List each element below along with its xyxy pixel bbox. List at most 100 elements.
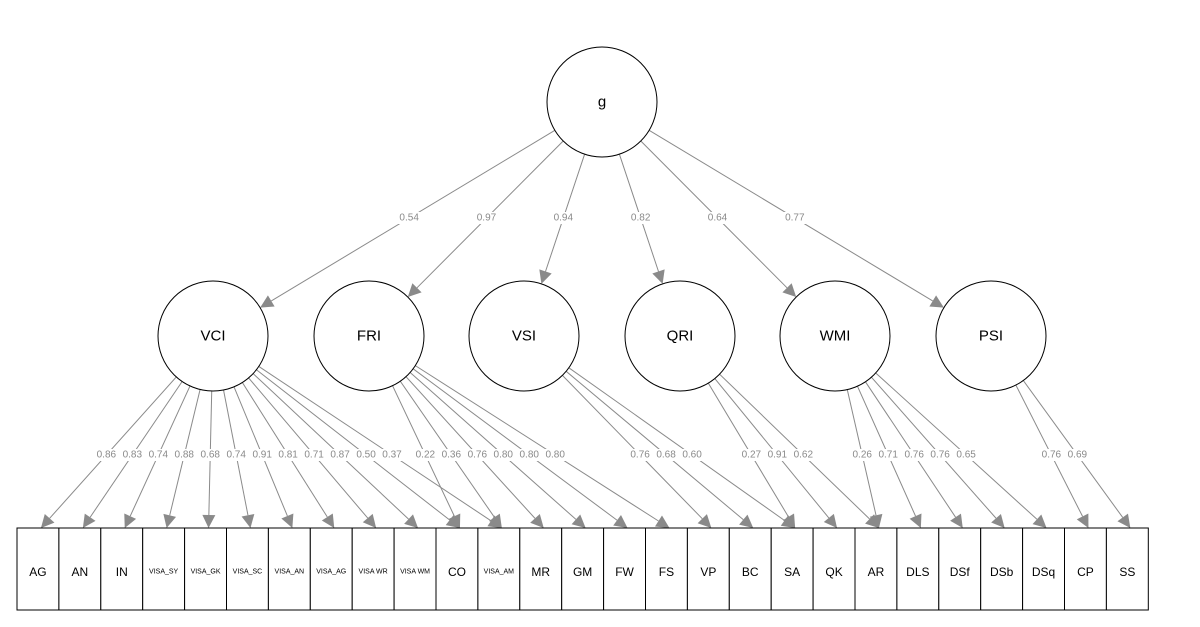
indicator-label-visa-sc: VISA_SC: [233, 569, 263, 576]
psi-to-cp-arrowhead: [1076, 513, 1089, 528]
fri-to-visa-am-label: 0.36: [438, 449, 464, 461]
fri-to-gm-label-bg: [490, 449, 516, 461]
vci-to-visa-am-line: [258, 366, 492, 522]
indicator-rect-visa-gk: [184, 527, 228, 611]
indicator-box-fs: FS: [645, 527, 688, 611]
indicator-label-visa-am: VISA_AM: [484, 569, 515, 576]
indicator-rect-ag: [16, 527, 60, 611]
fri-to-fw-label: 0.80: [516, 449, 542, 461]
vci-to-visa-ag-value: 0.81: [278, 450, 298, 461]
g-to-psi-label: 0.77: [782, 212, 808, 224]
g-to-qri-label: 0.82: [628, 212, 654, 224]
vci-to-ag-line: [49, 376, 177, 519]
vci-to-in-value: 0.74: [149, 450, 169, 461]
fri-to-co-value: 0.22: [416, 450, 436, 461]
wmi-to-dls-label: 0.71: [875, 449, 901, 461]
vsi-to-bc-value: 0.68: [656, 450, 676, 461]
wmi-to-dsq-label-bg: [953, 449, 979, 461]
vci-to-visa-wm-arrowhead: [404, 514, 419, 528]
indicator-rect-visa-am: [477, 527, 521, 611]
vci-to-in-label: 0.74: [145, 449, 171, 461]
indicator-rect-co: [435, 527, 479, 611]
g-to-fri-label-bg: [473, 212, 500, 224]
indicator-box-visa-sy: VISA_SY: [142, 527, 186, 611]
indicator-label-mr: MR: [531, 565, 550, 579]
vci-to-visa-wm-label: 0.87: [327, 449, 353, 461]
vci-to-ag-value: 0.86: [97, 450, 117, 461]
factor-label-vsi: VSI: [512, 328, 536, 345]
fri-to-fs-line: [415, 365, 659, 522]
factor-label-wmi: WMI: [820, 328, 851, 345]
indicator-box-bc: BC: [728, 527, 772, 611]
vci-to-visa-wm-value: 0.87: [330, 450, 350, 461]
vci-to-visa-sy-label-bg: [171, 449, 197, 461]
indicator-label-dsf: DSf: [950, 565, 971, 579]
indicator-label-in: IN: [116, 565, 128, 579]
psi-to-cp-label: 0.76: [1038, 449, 1064, 461]
vci-to-visa-sc-arrowhead: [241, 513, 255, 528]
indicator-label-ar: AR: [868, 565, 885, 579]
indicator-box-co: CO: [435, 527, 479, 611]
g-to-vsi-label: 0.94: [550, 212, 576, 224]
qri-to-ar-label: 0.62: [790, 449, 816, 461]
indicator-rect-fw: [603, 527, 646, 611]
wmi-to-dsb-line: [871, 376, 997, 519]
fri-to-gm-label: 0.80: [490, 449, 516, 461]
vsi-to-bc-arrowhead: [739, 514, 754, 528]
general-factor-node: g: [546, 46, 658, 158]
vci-to-visa-ag-label-bg: [275, 449, 301, 461]
factor-node-vci: VCI: [157, 280, 269, 392]
g-to-vsi-label-bg: [550, 212, 576, 224]
qri-to-sa-label-bg: [738, 449, 764, 461]
wmi-to-dsf-label-bg: [901, 449, 927, 461]
vci-to-visa-sy-arrowhead: [163, 513, 177, 528]
qri-to-qk-label-bg: [764, 449, 790, 461]
g-to-psi-label-bg: [782, 212, 808, 224]
indicator-label-dsq: DSq: [1032, 565, 1055, 579]
fri-to-fs-label-bg: [542, 449, 568, 461]
fri-to-fw-value: 0.80: [520, 450, 540, 461]
factor-circle-vci: [157, 280, 269, 392]
qri-to-ar-arrowhead: [865, 514, 879, 528]
qri-to-qk-value: 0.91: [768, 450, 788, 461]
g-to-vci-label: 0.54: [396, 212, 422, 224]
g-to-qri-value: 0.82: [631, 213, 651, 224]
g-to-wmi-label: 0.64: [704, 212, 731, 224]
vci-to-an-arrowhead: [82, 513, 96, 528]
g-to-qri-label-bg: [628, 212, 654, 224]
indicator-rect-visa-sy: [142, 527, 186, 611]
factor-node-psi: PSI: [935, 280, 1047, 392]
indicator-box-ag: AG: [16, 527, 60, 611]
wmi-to-dsq-arrowhead: [1032, 514, 1047, 528]
general-factor-circle: [546, 46, 658, 158]
vci-to-co-label: 0.50: [353, 449, 379, 461]
qri-to-qk-label: 0.91: [764, 449, 790, 461]
indicator-rect-dsf: [938, 527, 982, 611]
vsi-to-sa-label-bg: [679, 449, 705, 461]
wmi-to-dsq-label: 0.65: [953, 449, 979, 461]
fri-to-fs-value: 0.80: [545, 450, 565, 461]
vci-to-visa-wr-label-bg: [301, 449, 327, 461]
factor-label-psi: PSI: [979, 328, 1003, 345]
indicator-box-ss: SS: [1105, 527, 1149, 611]
vsi-to-sa-label: 0.60: [679, 449, 705, 461]
indicator-label-qk: QK: [825, 565, 842, 579]
wmi-to-dsf-arrowhead: [950, 513, 963, 528]
vsi-to-vp-arrowhead: [697, 514, 712, 528]
indicator-label-dsb: DSb: [990, 565, 1014, 579]
indicator-label-sa: SA: [784, 565, 800, 579]
indicator-label-ss: SS: [1119, 565, 1135, 579]
fri-to-co-arrowhead: [448, 513, 461, 528]
g-to-vsi-arrowhead: [539, 269, 552, 284]
vci-to-visa-sc-value: 0.74: [226, 450, 246, 461]
indicator-label-cp: CP: [1077, 565, 1094, 579]
factor-node-vsi: VSI: [468, 280, 580, 392]
fri-to-fs-label: 0.80: [542, 449, 568, 461]
indicator-label-visa-an: VISA_AN: [275, 569, 305, 576]
indicator-rect-ar: [854, 527, 898, 611]
factor-node-fri: FRI: [313, 280, 425, 392]
vci-to-visa-an-value: 0.91: [252, 450, 272, 461]
fri-to-co-label: 0.22: [412, 449, 438, 461]
indicator-label-an: AN: [72, 565, 89, 579]
